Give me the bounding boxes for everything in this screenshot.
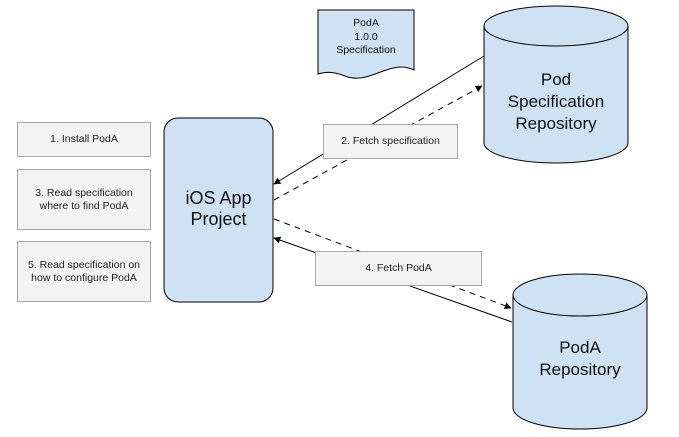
step-read-where-line2: where to find PodA: [39, 199, 129, 212]
poda-repo-line2: Repository: [539, 360, 621, 379]
step-install-text: 1. Install PodA: [50, 133, 118, 145]
spec-document-version: 1.0.0: [354, 30, 378, 43]
step-read-config: 5. Read specification on how to configur…: [17, 241, 151, 302]
ios-project-label: iOS App Project: [164, 188, 273, 230]
poda-repo-line1: PodA: [559, 338, 601, 357]
step-fetch-spec-text: 2. Fetch specification: [341, 135, 440, 147]
step-install: 1. Install PodA: [17, 122, 151, 157]
spec-repo-line2: Specification: [507, 92, 605, 111]
spec-repo-cylinder: [483, 5, 629, 164]
poda-repo-cylinder: [512, 273, 648, 430]
ios-project-shape: [163, 117, 274, 303]
step-read-where-line1: 3. Read specification: [35, 186, 133, 199]
spec-repo-line3: Repository: [515, 114, 597, 133]
spec-document-title: Specification: [336, 44, 396, 56]
step-fetch-poda-text: 4. Fetch PodA: [365, 262, 432, 274]
arrow-spec-repo-to-project: [273, 55, 485, 185]
step-read-config-line2: how to configure PodA: [31, 271, 137, 284]
step-fetch-spec: 2. Fetch specification: [323, 124, 458, 159]
spec-document-shape: [317, 9, 415, 79]
spec-repo-line1: Pod: [540, 70, 572, 89]
step-fetch-poda: 4. Fetch PodA: [315, 251, 482, 286]
spec-repo-label: Pod Specification Repository: [484, 69, 628, 135]
poda-repo-label: PodA Repository: [513, 337, 647, 381]
step-read-config-line1: 5. Read specification on: [27, 258, 141, 271]
spec-document-label: PodA 1.0.0 Specification: [318, 17, 414, 58]
spec-document-name: PodA: [353, 17, 379, 29]
step-read-where: 3. Read specification where to find PodA: [17, 169, 151, 230]
ios-project-line2: Project: [190, 209, 247, 229]
ios-project-line1: iOS App: [185, 188, 252, 208]
